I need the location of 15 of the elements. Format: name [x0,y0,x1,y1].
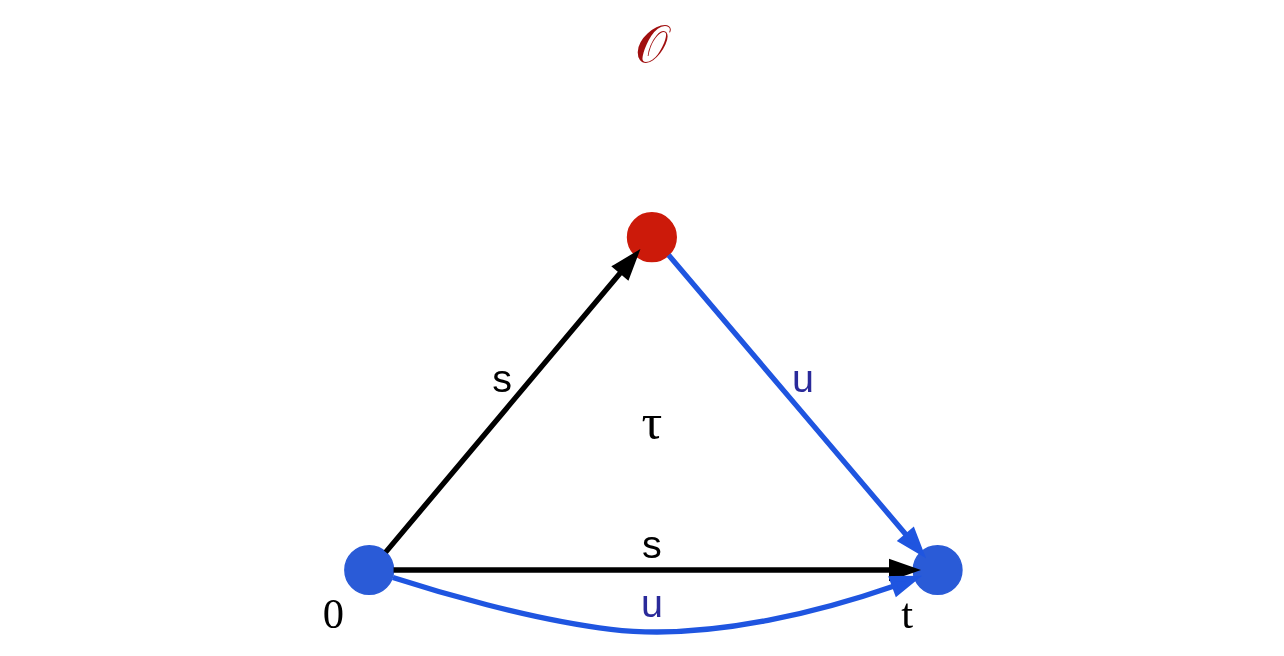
arrow [383,249,641,554]
node-label: t [901,590,914,638]
edge-label: s [492,355,513,400]
node-label: 𝒪 [635,15,669,73]
node-circle [344,544,395,596]
arrow [392,574,923,635]
label: τ [641,392,663,450]
node-circle [626,212,677,263]
arrow [666,253,927,559]
node-circle [912,544,963,596]
arrow [393,558,921,582]
node-label: 0 [322,590,345,638]
edge-label: u [792,355,815,400]
edge-label: s [642,521,662,566]
edge-label: u [640,580,663,625]
